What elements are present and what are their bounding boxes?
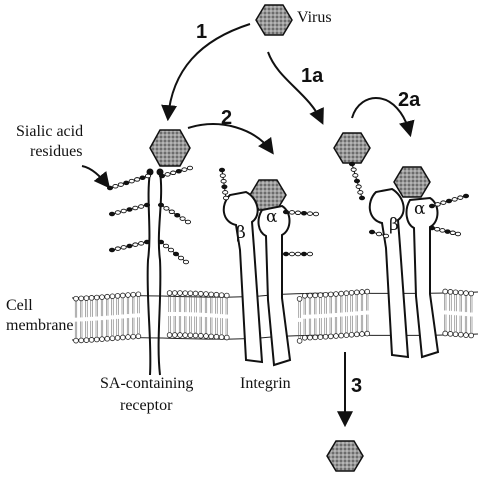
sialic-acid-chains <box>106 165 194 265</box>
arrow-step-2a <box>351 97 415 138</box>
cell-membrane-label-line1: Cell <box>6 297 33 314</box>
sialic-tether <box>348 161 366 201</box>
arrow-step-1a <box>267 51 324 125</box>
arrow-sialic-label <box>81 165 110 189</box>
integrin-middle-chains <box>218 167 320 257</box>
virus-internalized <box>326 440 364 472</box>
integrin-label: Integrin <box>240 375 291 392</box>
integrin-right-chains <box>368 193 470 239</box>
virus-on-sa-receptor <box>149 129 191 167</box>
sialic-acid-label-line2: residues <box>30 143 82 160</box>
sialic-acid-label-line1: Sialic acid <box>16 123 83 140</box>
step-1-label: 1 <box>196 21 207 43</box>
step-3-label: 3 <box>351 375 362 397</box>
step-2-label: 2 <box>221 107 232 129</box>
beta-label-middle: β <box>236 223 246 243</box>
virus-on-integrin <box>249 179 287 211</box>
sa-receptor <box>146 168 164 376</box>
arrow-step-2 <box>187 123 274 155</box>
membrane-inner-heads <box>73 330 475 344</box>
virus-label: Virus <box>297 9 332 26</box>
sa-receptor-label-line2: receptor <box>120 397 173 414</box>
cell-membrane-label-line2: membrane <box>6 317 74 334</box>
virus-1a-sialic <box>333 132 371 164</box>
membrane-lipid-tails <box>74 293 473 339</box>
virus-2a-integrin <box>393 166 431 198</box>
alpha-label-right: α <box>414 199 426 219</box>
virus-free-top <box>255 4 293 36</box>
arrow-step-1 <box>161 23 251 122</box>
step-1a-label: 1a <box>301 65 324 87</box>
integrin-right <box>368 187 440 359</box>
alpha-label-middle: α <box>266 207 278 227</box>
sa-receptor-label-line1: SA-containing <box>100 375 193 392</box>
cell-membrane <box>71 288 478 344</box>
beta-label-right: β <box>389 215 399 235</box>
membrane-outer-heads <box>73 288 475 302</box>
step-2a-label: 2a <box>398 89 421 111</box>
